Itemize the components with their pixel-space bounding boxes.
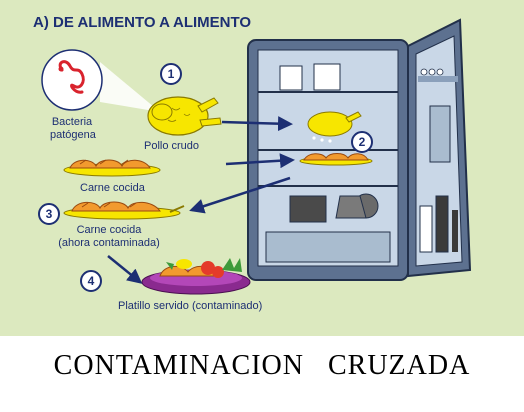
cooked-meat-label: Carne cocida: [80, 182, 145, 194]
illustration-panel: A) DE ALIMENTO A ALIMENTO Bacteria patóg…: [0, 0, 524, 336]
scene-illustration: [41, 18, 472, 295]
served-dish-icon: [141, 258, 251, 295]
served-dish-label: Platillo servido (contaminado): [118, 300, 263, 312]
bacteria-icon: [41, 49, 160, 112]
arrow-icon: [107, 116, 295, 284]
raw-chicken-icon: [147, 96, 222, 136]
refrigerator-icon: [247, 18, 472, 281]
section-heading: DE ALIMENTO A ALIMENTO: [53, 14, 252, 31]
step-number-3: 3: [38, 203, 60, 225]
raw-chicken-label: Pollo crudo: [144, 140, 200, 152]
step-number-4: 4: [80, 270, 102, 292]
step-number-2: 2: [351, 131, 373, 153]
contaminated-meat-label: Carne cocida (ahora contaminada): [58, 224, 160, 249]
step-number-1: 1: [160, 63, 182, 85]
caption-title: CONTAMINACION CRUZADA: [53, 350, 471, 381]
section-title: A) DE ALIMENTO A ALIMENTO: [33, 14, 251, 31]
section-letter: A): [33, 14, 49, 31]
cooked-meat-icon: [63, 159, 161, 177]
bacteria-label: Bacteria patógena: [50, 116, 96, 141]
cooked-meat-icon: [63, 201, 185, 220]
